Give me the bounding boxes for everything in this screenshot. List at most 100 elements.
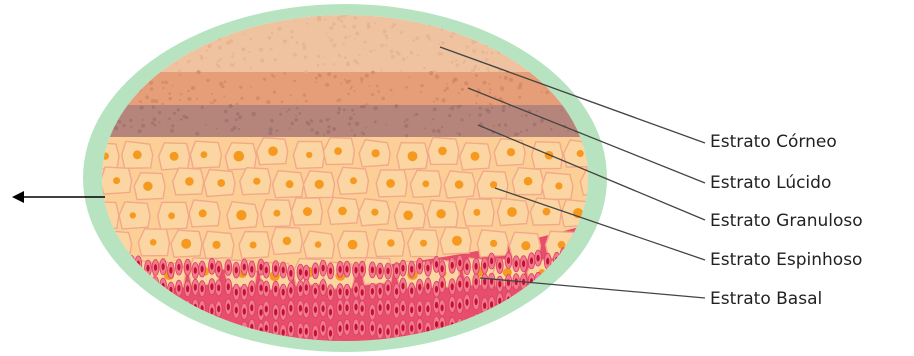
texture-speck [217,60,219,62]
texture-speck [156,48,159,51]
basal-nucleus [130,280,133,287]
basal-nucleus [498,321,501,328]
texture-speck [213,99,216,102]
texture-speck [206,49,208,51]
basal-cell [592,249,599,265]
basal-nucleus [114,323,117,330]
basal-nucleus [137,324,140,331]
basal-cell [135,319,142,335]
basal-nucleus [537,255,540,262]
texture-speck [152,117,156,121]
basal-nucleus [243,308,246,315]
basal-nucleus [562,294,565,301]
texture-speck [463,62,465,64]
cell-nucleus [578,266,587,275]
texture-speck [180,118,183,121]
texture-speck [404,124,408,128]
basal-nucleus [475,278,478,285]
texture-speck [347,93,349,95]
texture-speck [545,91,549,95]
texture-speck [602,45,605,48]
basal-nucleus [634,249,637,256]
texture-speck [266,100,270,104]
basal-nucleus [235,267,238,274]
basal-nucleus [217,285,220,292]
basal-nucleus [361,325,364,332]
cell-nucleus [199,209,207,217]
basal-cell [103,277,110,293]
basal-nucleus [314,306,317,313]
texture-speck [224,110,228,114]
basal-nucleus [250,304,253,311]
texture-speck [91,71,93,73]
texture-speck [604,91,606,93]
texture-speck [270,48,273,51]
basal-cell [152,299,159,315]
texture-speck [250,86,252,88]
texture-speck [602,97,606,101]
texture-speck [499,76,501,78]
basal-nucleus [354,286,357,293]
texture-speck [485,58,488,61]
basal-nucleus [458,302,461,309]
basal-cell [184,323,191,339]
texture-speck [514,32,516,34]
texture-speck [354,16,357,19]
texture-speck [521,29,523,31]
texture-speck [523,30,525,32]
basal-cell [128,316,135,332]
basal-cell [145,318,152,334]
texture-speck [89,69,92,72]
texture-speck [171,8,175,12]
texture-speck [536,110,538,112]
texture-speck [281,100,284,103]
basal-cell [535,314,542,330]
texture-speck [201,106,204,109]
basal-nucleus [105,318,108,325]
texture-speck [351,130,353,132]
texture-speck [459,15,461,17]
texture-speck [580,36,584,40]
texture-speck [160,28,162,30]
basal-nucleus [401,305,404,312]
texture-speck [589,64,591,66]
texture-speck [129,21,131,23]
texture-speck [271,74,273,76]
basal-nucleus [162,325,165,332]
basal-cell [592,265,599,281]
basal-nucleus [282,289,285,296]
texture-speck [98,30,100,32]
basal-nucleus [105,263,108,270]
texture-speck [599,66,601,68]
texture-speck [216,128,218,130]
texture-speck [151,121,154,124]
basal-cell [145,295,152,311]
texture-speck [239,9,241,11]
texture-speck [113,92,115,94]
cell-nucleus [250,242,257,249]
texture-speck [271,32,274,35]
basal-nucleus [435,286,438,293]
basal-cell [633,263,640,279]
basal-nucleus [274,286,277,293]
basal-cell [135,300,142,316]
basal-nucleus [585,314,588,321]
texture-speck [451,61,454,64]
basal-cell [569,290,576,306]
texture-speck [466,48,468,50]
texture-speck [523,12,527,16]
basal-cell [576,267,583,283]
cell-nucleus [371,209,378,216]
basal-nucleus [146,300,149,307]
cell-nucleus [455,180,464,189]
texture-speck [373,106,377,110]
texture-speck [340,82,342,84]
basal-nucleus [201,327,204,334]
texture-speck [348,80,351,83]
basal-nucleus [475,298,478,305]
texture-speck [391,26,394,29]
cell-nucleus [315,180,324,189]
texture-speck [344,36,347,39]
cell-nucleus [659,181,666,188]
texture-speck [369,50,372,53]
